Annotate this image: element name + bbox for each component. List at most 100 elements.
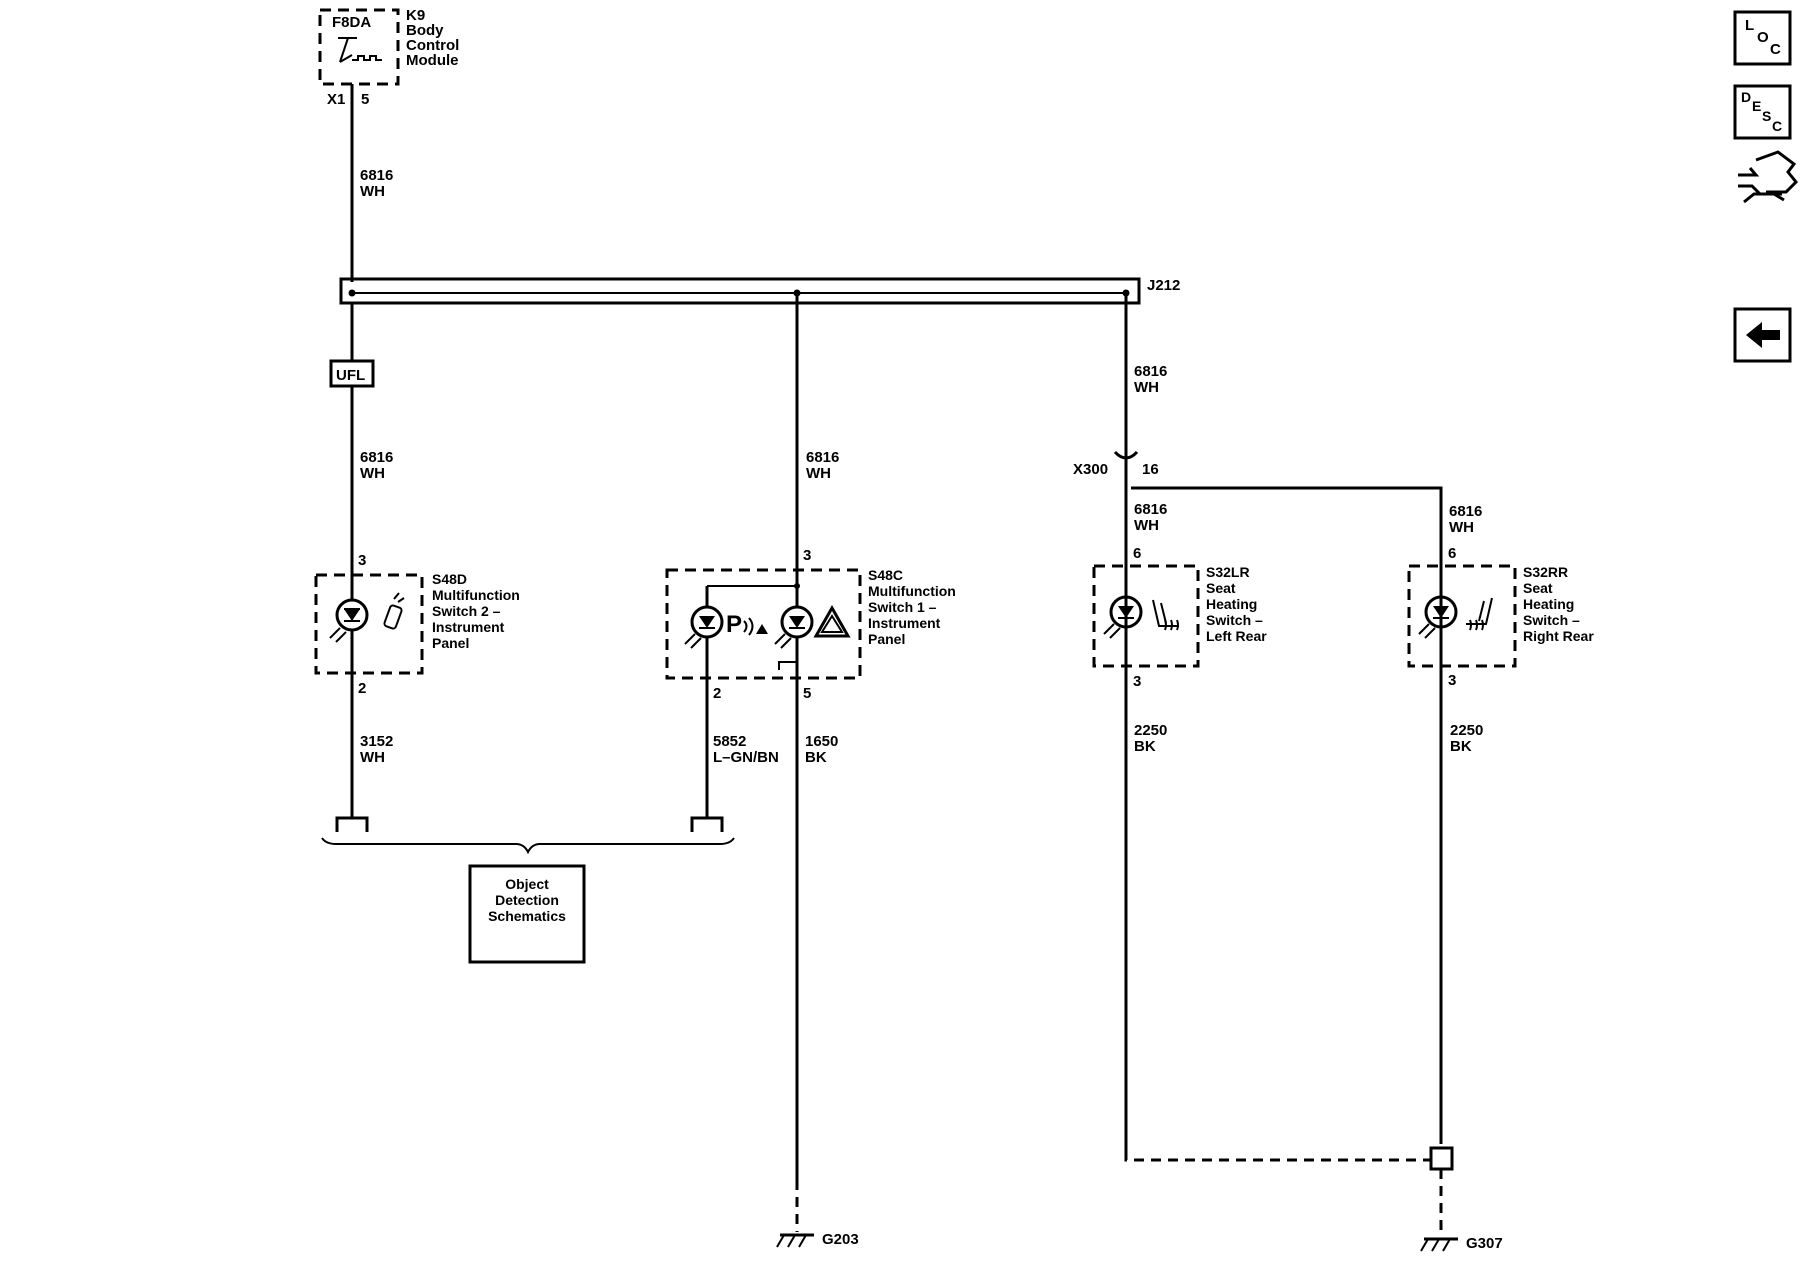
link-line-2: Detection bbox=[495, 892, 559, 908]
park-assist-car-icon bbox=[383, 592, 405, 630]
s48c-ground-jumper bbox=[778, 661, 797, 670]
s32rr-name-line-2: Heating bbox=[1523, 596, 1574, 612]
description-button[interactable]: D E S C bbox=[1733, 84, 1792, 140]
s32rr-name-line-4: Right Rear bbox=[1523, 628, 1594, 644]
s48c-pin-top: 3 bbox=[803, 547, 811, 564]
s32rr-switch[interactable]: S32RR Seat Heating Switch – Right Rear bbox=[1407, 564, 1594, 668]
splice-pack-j212[interactable] bbox=[339, 277, 1141, 305]
s48c-name-line-4: Panel bbox=[868, 631, 905, 647]
wire-2250-lr-circuit: 2250 bbox=[1134, 722, 1167, 739]
led-indicator-icon bbox=[684, 605, 724, 649]
wire-1650-circuit: 1650 bbox=[805, 733, 838, 750]
wire-3152-color: WH bbox=[360, 749, 385, 766]
bcm-name-line-2: Control bbox=[406, 37, 459, 54]
back-arrow-icon bbox=[1746, 322, 1780, 348]
loc-letter-2: O bbox=[1757, 29, 1769, 46]
wire-right-circuit: 6816 bbox=[1134, 363, 1167, 380]
desc-letter-4: C bbox=[1772, 118, 1782, 134]
park-assist-icon: P bbox=[726, 611, 768, 638]
desc-letter-1: D bbox=[1741, 89, 1751, 105]
x300-inline-connector[interactable] bbox=[1113, 438, 1139, 460]
s32rr-id: S32RR bbox=[1523, 564, 1568, 580]
wire-lr-color: WH bbox=[1134, 517, 1159, 534]
s48d-name-line-1: Multifunction bbox=[432, 587, 520, 603]
wire-right-color: WH bbox=[1134, 379, 1159, 396]
bcm-id: K9 bbox=[406, 7, 425, 24]
object-detection-schematics-link[interactable]: Object Detection Schematics bbox=[468, 864, 586, 964]
s48d-pin-bottom: 2 bbox=[358, 680, 366, 697]
led-indicator-icon bbox=[1103, 595, 1143, 639]
s32lr-pin-top: 6 bbox=[1133, 545, 1141, 562]
s48d-id: S48D bbox=[432, 571, 467, 587]
x300-label: X300 bbox=[1073, 461, 1108, 478]
s32lr-name-line-1: Seat bbox=[1206, 580, 1236, 596]
location-button[interactable]: L O C bbox=[1733, 10, 1792, 66]
led-indicator-icon bbox=[1418, 595, 1458, 639]
ground-symbol-icon bbox=[1420, 1237, 1458, 1252]
bcm-name-line-3: Module bbox=[406, 52, 459, 69]
ufl-label: UFL bbox=[336, 367, 365, 384]
s48c-pin-bottom-left: 2 bbox=[713, 685, 721, 702]
link-line-3: Schematics bbox=[488, 908, 566, 924]
s48c-id: S48C bbox=[868, 567, 903, 583]
wire-5852-color: L–GN/BN bbox=[713, 749, 779, 766]
heated-seat-icon bbox=[1466, 597, 1493, 631]
link-line-1: Object bbox=[505, 876, 549, 892]
wire-x300-to-s32rr bbox=[1131, 486, 1443, 1140]
loc-letter-1: L bbox=[1745, 17, 1754, 34]
desc-letter-3: S bbox=[1762, 108, 1771, 124]
s32rr-name-line-1: Seat bbox=[1523, 580, 1553, 596]
s48c-name-line-2: Switch 1 – bbox=[868, 599, 937, 615]
bcm-pin-5: 5 bbox=[361, 91, 369, 108]
s32rr-name-line-3: Switch – bbox=[1523, 612, 1580, 628]
bcm-connector-label: F8DA bbox=[332, 14, 371, 31]
led-indicator-icon bbox=[774, 605, 814, 649]
s48d-name-line-2: Switch 2 – bbox=[432, 603, 501, 619]
wire-ufl-circuit: 6816 bbox=[360, 449, 393, 466]
s48c-name-line-3: Instrument bbox=[868, 615, 941, 631]
led-indicator-icon bbox=[329, 598, 369, 643]
bcm-switch-symbol-icon bbox=[338, 37, 382, 63]
bcm-connector-x1: X1 bbox=[327, 91, 345, 108]
wire-2250-rr-circuit: 2250 bbox=[1450, 722, 1483, 739]
s32lr-switch[interactable]: S32LR Seat Heating Switch – Left Rear bbox=[1092, 564, 1267, 668]
wire-2250-lr-color: BK bbox=[1134, 738, 1156, 755]
svg-text:P: P bbox=[726, 611, 742, 638]
wire-lr-circuit: 6816 bbox=[1134, 501, 1167, 518]
wire-rr-color: WH bbox=[1449, 519, 1474, 536]
wire-bcm-circuit: 6816 bbox=[360, 167, 393, 184]
s48d-pin-top: 3 bbox=[358, 552, 366, 569]
s32lr-pin-bottom: 3 bbox=[1133, 673, 1141, 690]
heated-seat-icon bbox=[1152, 599, 1179, 631]
s48d-name-line-4: Panel bbox=[432, 635, 469, 651]
s48c-name-line-1: Multifunction bbox=[868, 583, 956, 599]
s48c-switch[interactable]: P S48C Multifunction Switch 1 – Instrume… bbox=[665, 567, 956, 680]
desc-letter-2: E bbox=[1752, 98, 1761, 114]
wire-1650-color: BK bbox=[805, 749, 827, 766]
s32rr-pin-top: 6 bbox=[1448, 545, 1456, 562]
ground-g203-label: G203 bbox=[822, 1231, 859, 1248]
ground-splice-box bbox=[1429, 1146, 1454, 1171]
connector-terminal-middle bbox=[690, 816, 724, 832]
s32lr-name-line-3: Switch – bbox=[1206, 612, 1263, 628]
bcm-module[interactable]: F8DA K9 Body Control Module bbox=[318, 7, 459, 86]
back-button[interactable] bbox=[1733, 307, 1792, 363]
ufl-fuse[interactable]: UFL bbox=[329, 359, 375, 388]
wire-3152-circuit: 3152 bbox=[360, 733, 393, 750]
ground-g307-label: G307 bbox=[1466, 1235, 1503, 1252]
wire-lr-ground-dashed bbox=[1124, 1100, 1431, 1162]
s32lr-id: S32LR bbox=[1206, 564, 1250, 580]
wire-bcm-color: WH bbox=[360, 183, 385, 200]
s48d-switch[interactable]: S48D Multifunction Switch 2 – Instrument… bbox=[314, 571, 520, 675]
s32lr-name-line-2: Heating bbox=[1206, 596, 1257, 612]
hazard-warning-icon bbox=[813, 604, 851, 638]
s32rr-pin-bottom: 3 bbox=[1448, 672, 1456, 689]
bracket-brace bbox=[321, 837, 735, 855]
wire-2250-rr-color: BK bbox=[1450, 738, 1472, 755]
diagnostic-tool-icon[interactable] bbox=[1738, 150, 1799, 204]
wire-rr-circuit: 6816 bbox=[1449, 503, 1482, 520]
wire-mid-color: WH bbox=[806, 465, 831, 482]
x300-pin: 16 bbox=[1142, 461, 1159, 478]
loc-letter-3: C bbox=[1770, 41, 1781, 58]
